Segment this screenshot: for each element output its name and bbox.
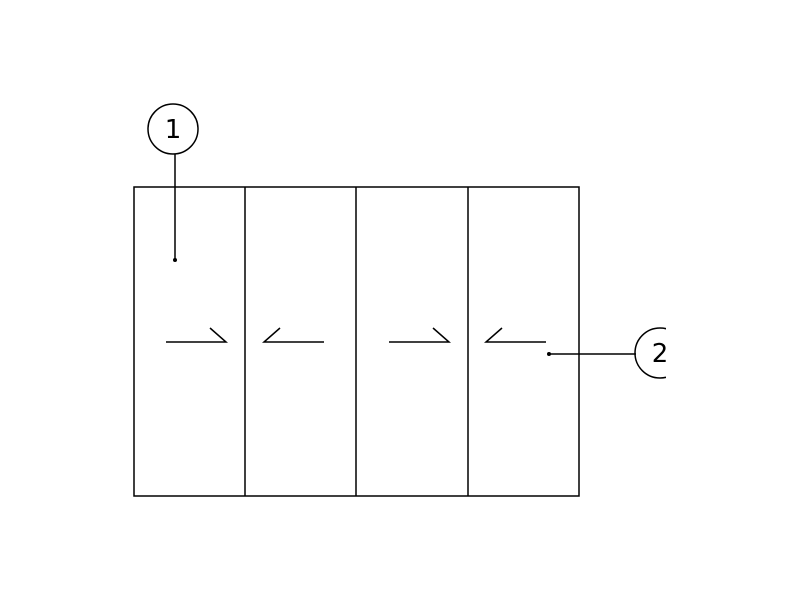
- callout-2-circle: [634, 327, 666, 379]
- panel-3-arrow-right-icon: [389, 327, 451, 343]
- panel-1: [166, 327, 228, 343]
- callout-1: 1: [147, 103, 199, 262]
- panel-4-arrow-left-icon: [484, 327, 546, 343]
- panel-2: [262, 327, 324, 343]
- panel-4: [484, 327, 546, 343]
- panel-3: [389, 327, 451, 343]
- callout-2-anchor-dot: [547, 352, 551, 356]
- callout-1-label: 1: [165, 115, 182, 145]
- panel-1-arrow-right-icon: [166, 327, 228, 343]
- callout-1-circle: [147, 103, 199, 155]
- callout-2-label: 2: [652, 339, 669, 369]
- callout-2: 2: [547, 327, 669, 379]
- panel-2-arrow-left-icon: [262, 327, 324, 343]
- callout-1-anchor-dot: [173, 258, 177, 262]
